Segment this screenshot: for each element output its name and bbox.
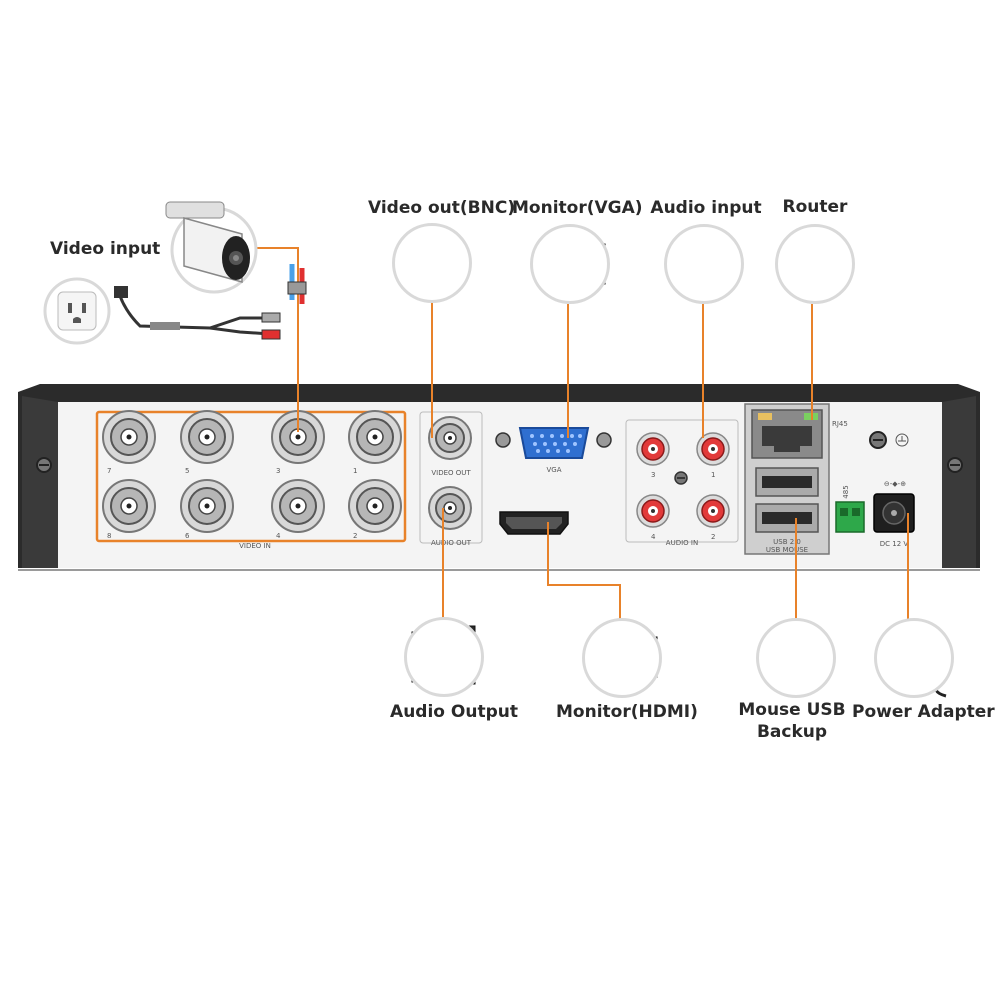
audio-channel-number: 1 (711, 471, 715, 479)
rs485-label: 485 (842, 485, 850, 498)
bnc-video-in-connector[interactable] (271, 479, 325, 533)
audio-channel-number: 4 (651, 533, 656, 541)
video-audio-out-group: VIDEO OUT AUDIO OUT (419, 411, 483, 547)
rs485-terminal[interactable]: 485 (835, 485, 865, 533)
hdmi-line (547, 522, 621, 620)
mouse-usb-label-line2: Backup (756, 722, 828, 742)
audio-channel-number: 3 (651, 471, 655, 479)
bnc-video-in-connector[interactable] (102, 479, 156, 533)
video-input-label: Video input (50, 239, 161, 259)
audio-in-group: 3 1 4 2 AUDIO IN (625, 419, 739, 547)
audio-channel-number: 2 (711, 533, 715, 541)
dc-power-jack[interactable]: ⊖-◆-⊕ DC 12 V (873, 480, 915, 548)
vga-port[interactable]: VGA (495, 427, 612, 474)
power-outlet-icon (43, 277, 111, 345)
rj45-port[interactable] (751, 409, 823, 459)
hdmi-icon-circle (582, 618, 662, 698)
vga-icon-circle (530, 224, 610, 304)
monitor-hdmi-label: Monitor(HDMI) (556, 702, 698, 722)
bnc-channel-number: 4 (276, 532, 281, 540)
bnc-channel-number: 5 (185, 467, 189, 475)
hdmi-port[interactable] (499, 511, 569, 535)
screw-icon (674, 471, 688, 485)
rca-audio-in-connector[interactable] (636, 432, 670, 466)
monitor-vga-label: Monitor(VGA) (512, 198, 643, 218)
bnc-channel-number: 7 (107, 467, 111, 475)
bnc-channel-number: 6 (185, 532, 190, 540)
audio-out-label: AUDIO OUT (431, 539, 472, 547)
dc-polarity-symbol: ⊖-◆-⊕ (884, 480, 906, 488)
screw-icon (947, 457, 963, 473)
usb-port-bottom[interactable] (755, 503, 819, 533)
power-adapter-icon-circle (874, 618, 954, 698)
audio-output-label: Audio Output (390, 702, 518, 722)
vga-label: VGA (546, 466, 561, 474)
bnc-audio-out-connector[interactable] (428, 486, 472, 530)
bnc-video-in-connector[interactable] (271, 410, 325, 464)
router-label: Router (782, 197, 848, 217)
connector-lines (255, 247, 909, 620)
audio-input-icon-circle (664, 224, 744, 304)
rca-audio-in-connector[interactable] (696, 432, 730, 466)
video-out-bnc-label: Video out(BNC) (368, 198, 516, 218)
camera-icon (165, 201, 258, 294)
dc-label: DC 12 V (880, 540, 909, 548)
audio-in-label: AUDIO IN (666, 539, 698, 547)
audio-input-label: Audio input (650, 198, 762, 218)
audio-output-icon-circle (404, 617, 484, 697)
usb-label-line1: USB 2.0 (773, 538, 801, 546)
bnc-channel-number: 3 (276, 467, 280, 475)
video-out-label: VIDEO OUT (431, 469, 471, 477)
screw-icon (36, 457, 52, 473)
bnc-video-out-connector[interactable] (428, 416, 472, 460)
rca-audio-in-connector[interactable] (696, 494, 730, 528)
bnc-video-in-connector[interactable] (180, 410, 234, 464)
rca-audio-in-connector[interactable] (636, 494, 670, 528)
ground-screw-icon (869, 431, 909, 449)
rj45-label: RJ45 (832, 420, 848, 428)
video-out-icon-circle (392, 223, 472, 303)
video-in-highlight (95, 410, 407, 543)
bnc-video-in-connector[interactable] (180, 479, 234, 533)
bnc-channel-number: 1 (353, 467, 357, 475)
bnc-channel-number: 2 (353, 532, 357, 540)
video-input-line (255, 247, 299, 432)
power-adapter-label: Power Adapter (852, 702, 995, 722)
bnc-channel-number: 8 (107, 532, 111, 540)
mouse-icon-circle (756, 618, 836, 698)
usb-label-line2: USB MOUSE (766, 546, 808, 554)
cable-icon (114, 264, 307, 340)
video-in-label: VIDEO IN (239, 542, 271, 550)
bnc-video-in-connector[interactable] (102, 410, 156, 464)
mouse-usb-label-line1: Mouse USB (738, 700, 846, 720)
network-usb-group: RJ45 USB 2.0 USB MOUSE (744, 403, 848, 555)
bnc-video-in-connector[interactable] (348, 479, 402, 533)
video-in-group: 7 5 3 1 8 6 4 2 VIDEO IN (95, 410, 407, 550)
router-icon-circle (775, 224, 855, 304)
bnc-video-in-connector[interactable] (348, 410, 402, 464)
usb-port-top[interactable] (755, 467, 819, 497)
